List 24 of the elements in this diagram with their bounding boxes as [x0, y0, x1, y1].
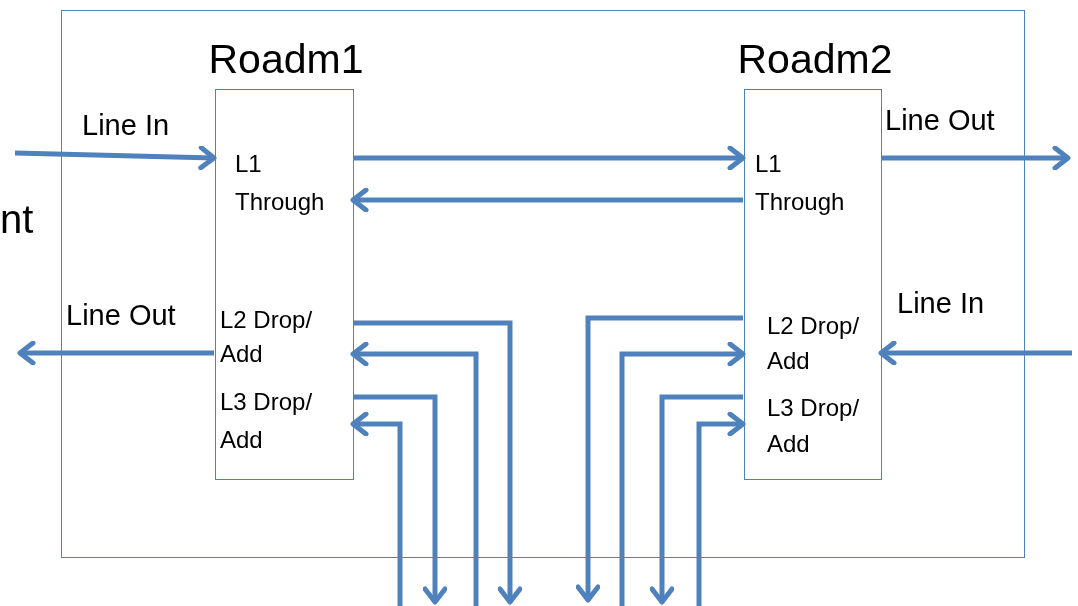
port-label: L2 Drop/ Add: [220, 305, 314, 369]
arrow: [353, 394, 448, 605]
port-label: L3 Drop/ Add: [220, 387, 314, 455]
system-frame: [61, 10, 1025, 558]
node-title: Roadm1: [207, 35, 365, 84]
port-label: L2 Drop/ Add: [767, 311, 861, 376]
arrow: [14, 145, 217, 171]
arrow: [17, 340, 214, 366]
arrow: [575, 315, 743, 603]
arrow: [649, 394, 743, 605]
arrow: [878, 340, 1072, 366]
node-title: Roadm2: [736, 35, 894, 84]
arrow: [350, 411, 403, 606]
arrow: [350, 341, 479, 606]
port-label: L1 Through: [755, 149, 846, 217]
arrow: [696, 411, 746, 606]
arrow: [353, 320, 523, 605]
arrow: [619, 341, 746, 606]
text-fragment: nt: [0, 196, 34, 242]
arrow: [881, 145, 1071, 171]
port-label: L1 Through: [235, 149, 326, 217]
port-label: L3 Drop/ Add: [767, 393, 861, 459]
arrow: [350, 187, 743, 213]
arrow: [353, 145, 746, 171]
